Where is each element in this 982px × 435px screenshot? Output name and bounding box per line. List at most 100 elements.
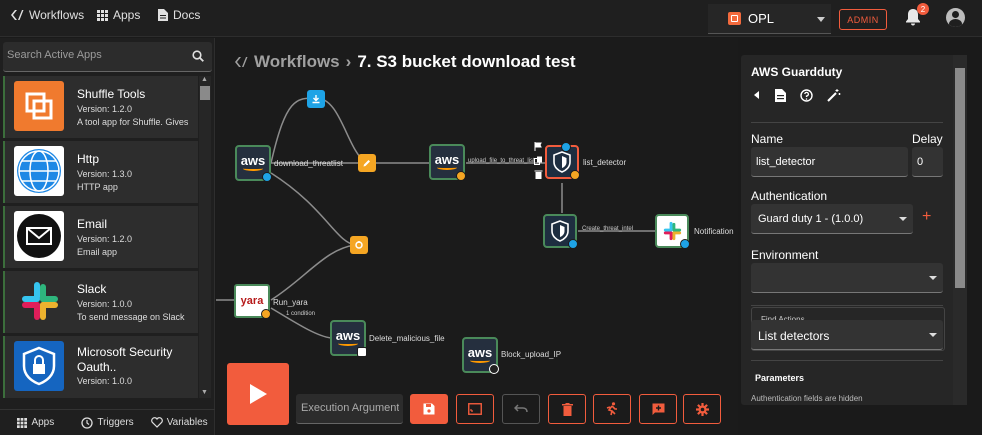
node-block-upload-ip[interactable]: aws [462,337,499,374]
node-config-panel: AWS Guardduty Name Delay Authentication … [741,55,967,405]
app-card-shuffle-tools[interactable]: Shuffle Tools Version: 1.2.0 A tool app … [3,76,198,138]
save-button[interactable] [410,394,448,424]
workflow-icon [235,57,248,67]
yara-logo-text: yara [240,295,264,307]
merge-icon[interactable] [350,236,368,254]
app-card-microsoft-security[interactable]: Microsoft Security Oauth.. Version: 1.0.… [3,336,198,398]
environment-select[interactable] [751,263,943,293]
top-nav-bar: Workflows Apps Docs OPL ADMIN 2 [0,0,982,37]
name-field [751,147,908,177]
node-download-threatlist[interactable]: aws [235,145,272,182]
delay-input[interactable] [917,156,945,168]
panel-toolbar [753,88,841,102]
scroll-up-icon[interactable]: ▲ [201,76,208,83]
document-icon[interactable] [775,88,786,102]
action-select[interactable]: List detectors [751,320,943,350]
sidebar-scrollbar[interactable] [199,76,211,398]
parameters-note: Authentication fields are hidden [751,394,863,403]
node-create-threat-intel[interactable] [543,214,578,249]
org-selector[interactable]: OPL [708,4,831,34]
nav-workflows[interactable]: Workflows [10,8,84,22]
execution-argument-box [296,394,403,424]
aws-logo-text: aws [434,152,460,167]
node-upload-file[interactable]: aws [429,144,466,181]
search-icon[interactable] [192,50,204,62]
app-description: Email app [77,247,118,257]
authentication-select[interactable]: Guard duty 1 - (1.0.0) [751,204,913,234]
settings-button[interactable] [683,394,721,424]
fit-view-button[interactable] [456,394,494,424]
help-icon[interactable] [800,88,813,102]
apps-sidebar: Shuffle Tools Version: 1.2.0 A tool app … [0,38,215,435]
search-box [3,42,212,72]
breadcrumb-separator: › [345,52,352,71]
copy-icon[interactable] [534,156,543,165]
caret-left-icon[interactable] [753,91,761,99]
run-steps-button[interactable] [593,394,631,424]
delay-label: Delay [912,132,943,146]
app-card-slack[interactable]: Slack Version: 1.0.0 To send message on … [3,271,198,333]
node-label-list-detector: list_detector [583,158,627,167]
search-input[interactable] [7,49,177,61]
app-description: A tool app for Shuffle. Gives [77,117,189,127]
add-authentication-icon[interactable]: + [922,208,932,225]
download-icon[interactable] [307,90,325,108]
panel-scroll-thumb[interactable] [955,68,965,288]
flag-icon[interactable] [534,142,543,151]
save-icon [423,403,435,415]
bell-icon[interactable] [905,8,921,26]
tab-variables[interactable]: Variables [143,410,215,435]
tab-apps[interactable]: Apps [0,410,72,435]
edge-label-upload: upload_file_to_threat_list [468,158,535,164]
add-comment-button[interactable] [639,394,677,424]
node-label-download-threatlist: download_threatlist [274,159,343,168]
node-delete-malicious-file[interactable]: aws [330,320,367,357]
node-list-detector[interactable] [545,142,580,180]
authentication-value: Guard duty 1 - (1.0.0) [758,213,864,225]
slack-icon [14,276,64,326]
execute-button[interactable] [227,363,289,425]
delete-icon[interactable] [534,170,543,179]
execution-argument-input[interactable] [301,402,399,414]
divider [751,122,943,123]
find-actions-label: Find Actions [759,315,807,324]
sidebar-scroll-thumb[interactable] [200,86,210,100]
email-icon [14,211,64,261]
user-avatar[interactable] [946,8,965,27]
nav-docs-label: Docs [173,8,201,22]
edge-download-to-merge [270,172,357,246]
node-label-block-upload-ip: Block_upload_IP [501,350,562,359]
panel-app-title: AWS Guardduty [751,65,843,79]
node-label-notification: Notification [694,227,734,236]
run-status-icon [570,170,580,180]
aws-smile-icon [243,166,263,171]
comment-add-icon [652,403,664,415]
tab-variables-label: Variables [166,417,208,428]
workflow-canvas[interactable]: Workflows › 7. S3 bucket download test a… [216,38,738,435]
breadcrumb-workflows[interactable]: Workflows [254,52,340,71]
admin-button[interactable]: ADMIN [839,9,887,30]
app-card-http[interactable]: Http Version: 1.3.0 HTTP app [3,141,198,203]
clock-icon [81,416,93,429]
undo-button[interactable] [502,394,540,424]
app-name: Email [77,217,108,231]
tab-triggers[interactable]: Triggers [72,410,144,435]
org-name: OPL [748,11,775,26]
nav-docs[interactable]: Docs [158,8,200,22]
node-notification[interactable] [655,214,690,249]
name-input[interactable] [756,156,898,168]
skip-status-icon [489,364,499,374]
nav-apps[interactable]: Apps [97,8,140,22]
app-card-email[interactable]: Email Version: 1.2.0 Email app [3,206,198,268]
delete-button[interactable] [548,394,586,424]
node-run-yara[interactable]: yara [234,284,271,319]
aws-logo-text: aws [335,328,361,343]
scroll-down-icon[interactable]: ▼ [201,389,208,396]
chevron-down-icon [929,276,937,280]
run-status-icon [456,171,466,181]
guardduty-shield-icon [551,220,569,242]
app-version: Version: 1.2.0 [77,104,133,114]
magic-wand-icon[interactable] [827,88,841,102]
edge-blue-to-edit [315,97,367,164]
edit-icon[interactable] [358,154,376,172]
